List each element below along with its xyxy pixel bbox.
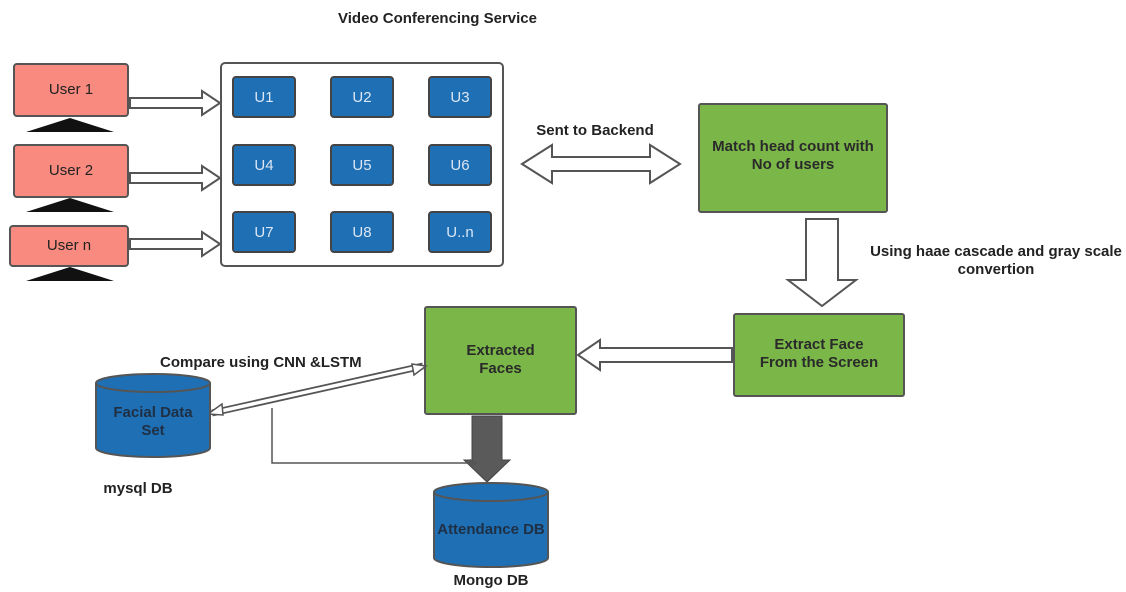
arrow-user1-to-service	[129, 89, 222, 117]
grid-tile-label: U7	[254, 224, 273, 241]
user-arrows	[129, 89, 222, 258]
grid-tile	[330, 76, 394, 118]
extract-face-text: Extract Face From the Screen	[759, 336, 879, 371]
match-box-text: Match head count with No of users	[712, 138, 874, 173]
grid-tile	[428, 76, 492, 118]
grid-tile	[232, 76, 296, 118]
grid-tile	[428, 144, 492, 186]
match-box	[698, 103, 888, 213]
user-1-monitor	[13, 63, 129, 132]
facial-dataset-text: Facial Data Set	[113, 404, 193, 439]
grid-tile-label: U4	[254, 157, 273, 174]
mongo-db-label: Mongo DB	[453, 572, 529, 589]
grid-tile	[330, 144, 394, 186]
extracted-faces-text: Extracted Faces	[466, 342, 535, 377]
connector-arrowhead	[470, 459, 478, 467]
grid-tile	[330, 211, 394, 253]
grid-tile-label: U3	[450, 89, 469, 106]
grid-tile-label: U5	[352, 157, 371, 174]
dark-down-arrow	[462, 415, 512, 483]
user-2-label: User 2	[48, 161, 94, 179]
user-n-label: User n	[46, 236, 92, 254]
haar-cascade-label: Using haae cascade and gray scale conver…	[870, 243, 1122, 278]
compare-cnn-label: Compare using CNN &LSTM	[160, 354, 362, 371]
extracted-faces-box	[424, 306, 577, 415]
grid-tile-label: U1	[254, 89, 273, 106]
down-arrow	[785, 218, 859, 308]
user-n-monitor	[9, 225, 129, 281]
attendance-db-text: Attendance DB	[437, 521, 545, 538]
user-2-monitor	[13, 144, 129, 212]
connector-line	[271, 408, 470, 464]
sent-to-backend-label: Sent to Backend	[536, 122, 654, 139]
extract-face-box	[733, 313, 905, 397]
user-1-label: User 1	[48, 80, 94, 98]
arrow-user2-to-service	[129, 164, 222, 192]
double-arrow-backend	[520, 143, 682, 185]
grid-tile	[428, 211, 492, 253]
facial-dataset-cylinder	[95, 373, 211, 458]
grid-tile	[232, 144, 296, 186]
diagonal-double-arrow	[205, 362, 428, 417]
grid-tile	[232, 211, 296, 253]
grid-tile-label: U8	[352, 224, 371, 241]
grid-tile-label: U..n	[446, 224, 474, 241]
left-arrow	[576, 338, 733, 372]
mysql-db-label: mysql DB	[103, 480, 173, 497]
service-title: Video Conferencing Service	[338, 10, 537, 27]
grid-tile-label: U2	[352, 89, 371, 106]
grid-tile-label: U6	[450, 157, 469, 174]
arrow-usern-to-service	[129, 230, 222, 258]
attendance-db-cylinder	[433, 482, 549, 568]
